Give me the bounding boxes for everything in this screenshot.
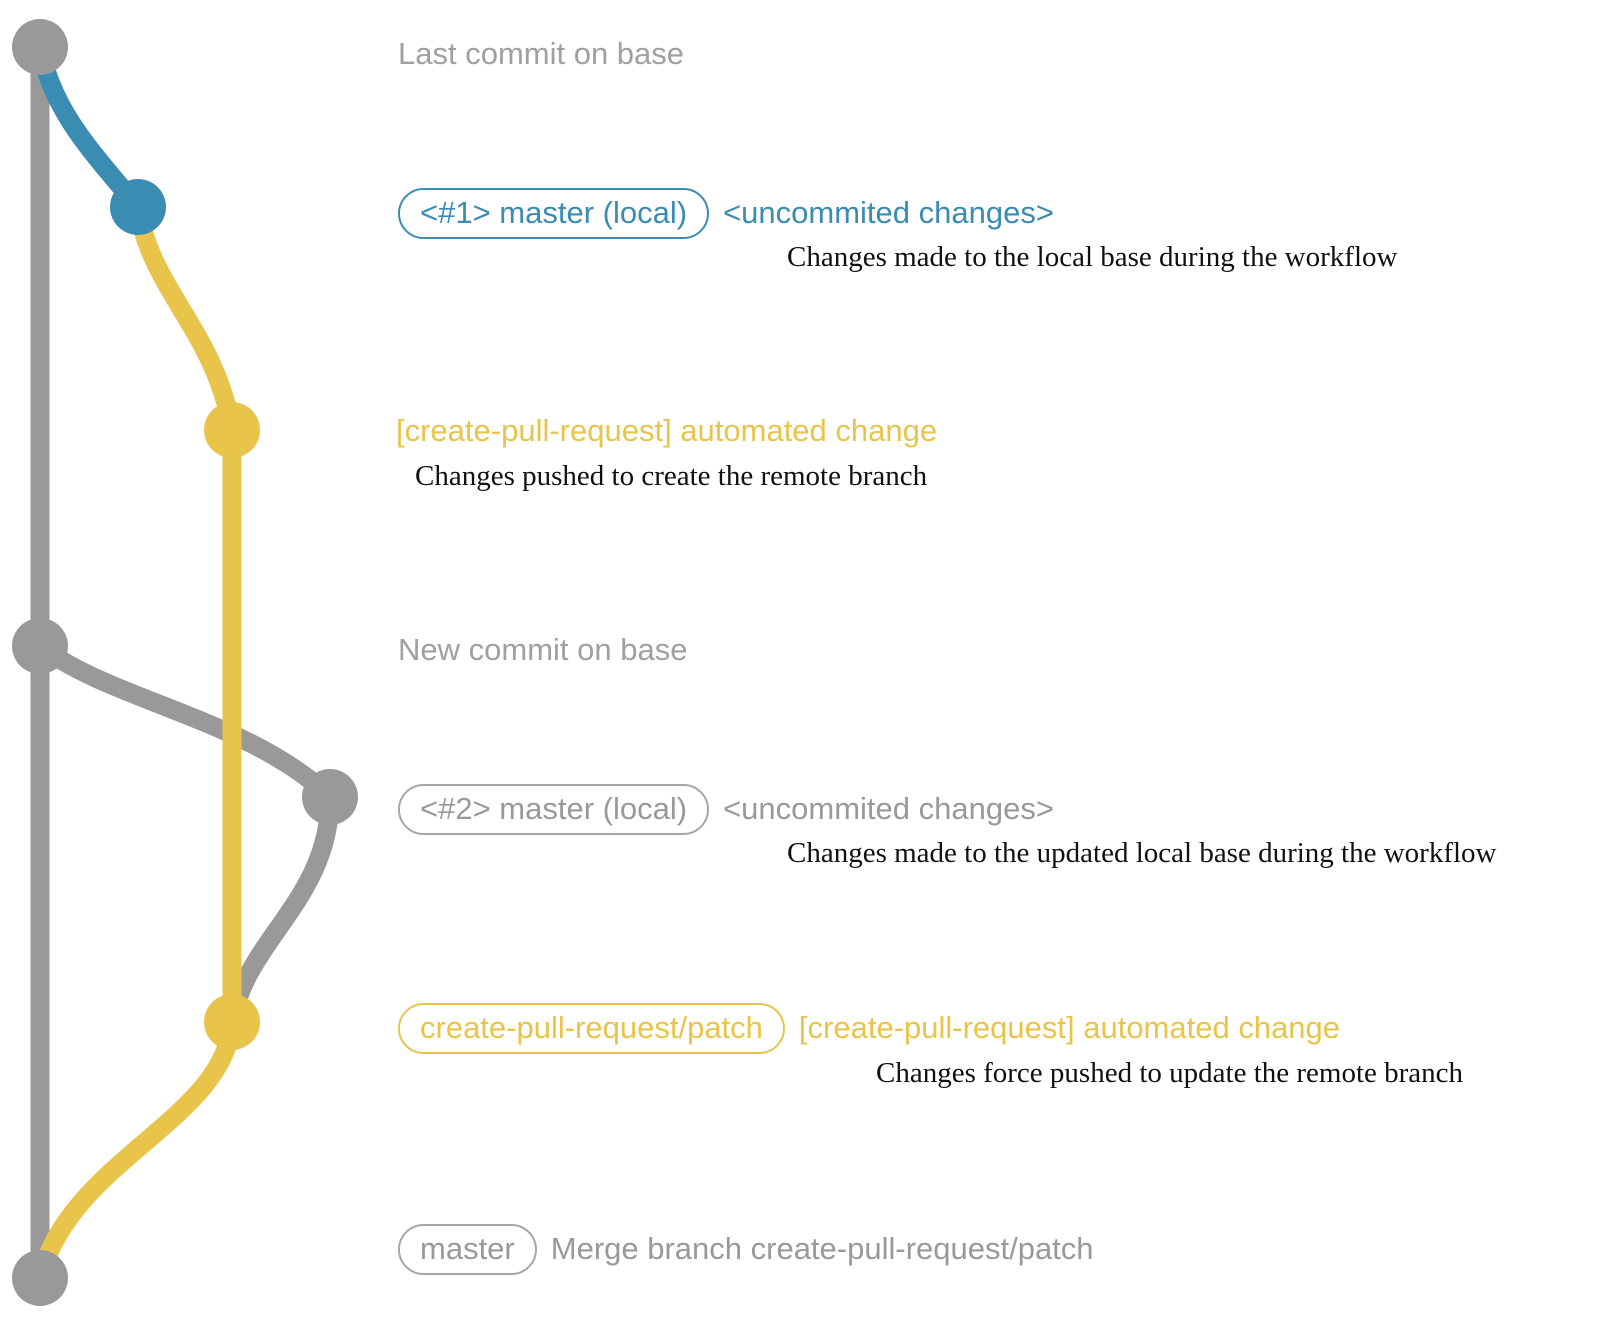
subject-master-local-2: <uncommited changes> — [723, 791, 1054, 826]
commit-node-local-change-2[interactable] — [302, 769, 358, 825]
ref-badge-create-pull-request-patch[interactable]: create-pull-request/patch — [398, 1003, 785, 1054]
headline-new-commit-on-base: New commit on base — [398, 632, 688, 667]
description-master-local-2: Changes made to the updated local base d… — [787, 837, 1497, 869]
row-master-local-1: <#1> master (local) <uncommited changes> — [398, 188, 1054, 239]
row-create-pull-request-patch: create-pull-request/patch [create-pull-r… — [398, 1003, 1340, 1054]
description-create-pull-request-patch: Changes force pushed to update the remot… — [876, 1057, 1464, 1089]
commit-node-patch-commit-1[interactable] — [204, 402, 260, 458]
commit-node-master-merge[interactable] — [12, 1250, 68, 1306]
commit-node-local-change-1[interactable] — [110, 179, 166, 235]
ref-badge-master-local-1[interactable]: <#1> master (local) — [398, 188, 710, 239]
edge-local1-to-patch1 — [128, 197, 242, 440]
edge-base-new-to-local2 — [30, 636, 340, 807]
commit-node-patch-commit-2[interactable] — [204, 994, 260, 1050]
description-master-local-1: Changes made to the local base during th… — [787, 241, 1398, 273]
headline-automated-change-1: [create-pull-request] automated change — [396, 413, 938, 448]
subject-create-pull-request-patch: [create-pull-request] automated change — [798, 1010, 1341, 1045]
subject-master-merge: Merge branch create-pull-request/patch — [550, 1231, 1094, 1266]
subject-master-local-1: <uncommited changes> — [723, 195, 1054, 230]
description-automated-change-1: Changes pushed to create the remote bran… — [415, 460, 928, 492]
ref-badge-master-local-2[interactable]: <#2> master (local) — [398, 784, 710, 835]
headline-last-commit-on-base: Last commit on base — [398, 36, 685, 71]
commit-node-base-head[interactable] — [12, 19, 68, 75]
commit-node-base-new[interactable] — [12, 618, 68, 674]
edge-patch2-to-merge — [30, 1012, 242, 1288]
ref-badge-master[interactable]: master — [398, 1224, 537, 1275]
row-master-local-2: <#2> master (local) <uncommited changes> — [398, 784, 1054, 835]
commit-graph — [12, 19, 358, 1306]
row-master-merge: master Merge branch create-pull-request/… — [398, 1224, 1094, 1275]
